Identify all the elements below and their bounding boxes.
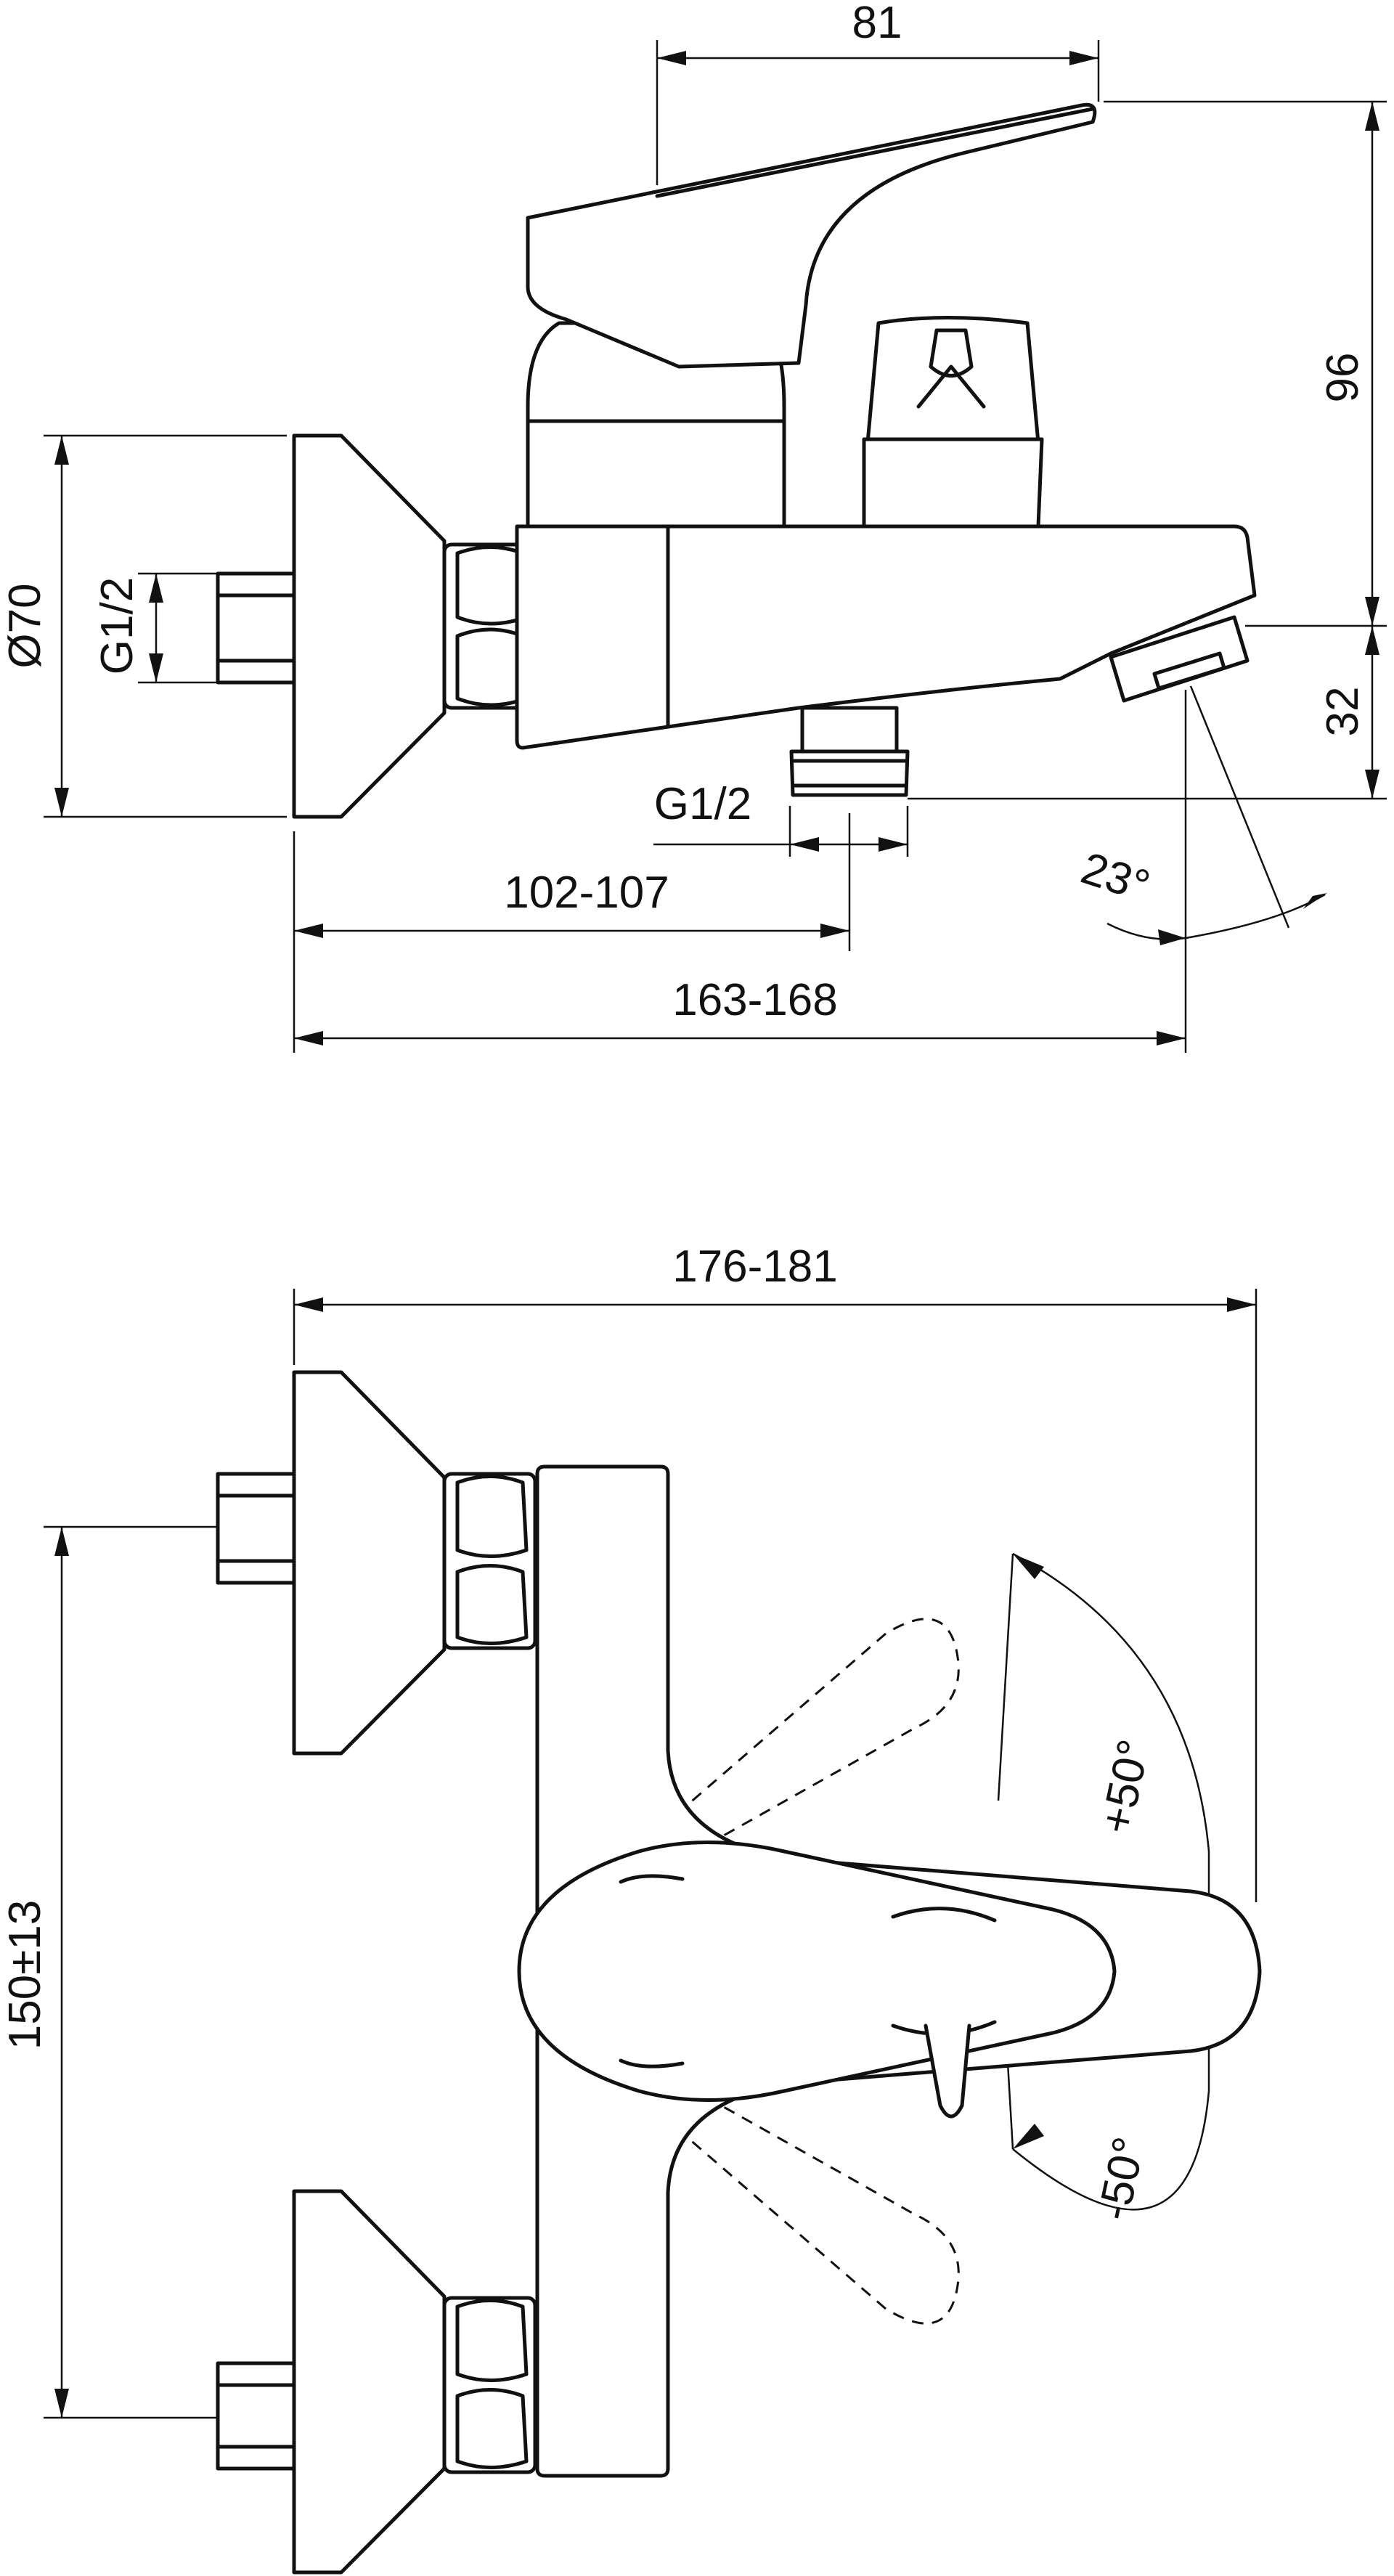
side-inlet-thread	[216, 571, 296, 685]
side-wall-flange	[292, 433, 447, 819]
top-view: 176-181 150±13 +50° -50°	[0, 1242, 1262, 2575]
dim-inlet-centres: 150±13	[0, 1900, 50, 2050]
dim-height-total: 96	[1318, 353, 1368, 403]
top-dimension-lines	[54, 1297, 1256, 2418]
dim-centre-to-outlet: 102-107	[504, 868, 669, 918]
top-wall-flange-upper	[292, 1370, 447, 1756]
dim-lever-rotation-minus: -50°	[1088, 2133, 1154, 2225]
dim-overall-width: 176-181	[672, 1242, 838, 1292]
side-spout-body	[515, 524, 1257, 750]
top-lever-rotated-positions	[645, 1618, 960, 2325]
dim-outlet-thread: G1/2	[654, 779, 751, 829]
dim-flange-diameter: Ø70	[0, 583, 50, 668]
side-lever-handle	[526, 102, 1097, 369]
side-diverter-knob	[862, 316, 1044, 529]
dim-overall-projection: 163-168	[672, 975, 838, 1025]
top-hex-nut-lower	[442, 2296, 537, 2474]
top-inlet-thread-upper	[216, 1472, 296, 1585]
top-diverter-knob	[891, 1907, 997, 2119]
top-inlet-thread-lower	[216, 2361, 296, 2471]
top-hex-nut-upper	[442, 1472, 537, 1650]
top-wall-flange-lower	[292, 2189, 447, 2575]
dim-outlet-height: 32	[1318, 687, 1368, 737]
side-dimension-lines	[54, 51, 1379, 1046]
dim-lever-rotation-plus: +50°	[1091, 1735, 1160, 1838]
dim-spout-angle: 23°	[1075, 843, 1155, 912]
dim-width-top: 81	[852, 0, 902, 48]
side-bottom-outlet	[789, 706, 910, 797]
dim-inlet-thread: G1/2	[92, 577, 142, 674]
side-extension-lines	[44, 40, 1387, 1053]
side-view: 81 96 32 Ø70 G1/2 G1/2 23° 102-107 163-1…	[0, 0, 1387, 1053]
